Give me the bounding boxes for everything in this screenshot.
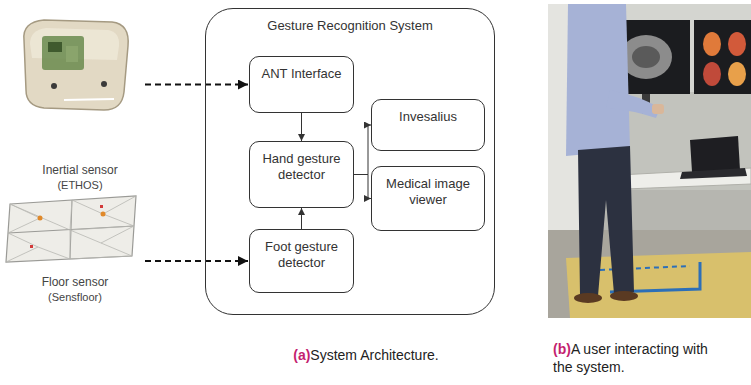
subfigure-tag: (a) [293, 347, 310, 363]
node-label: Hand gesture detector [250, 151, 353, 183]
inertial-sensor-picture [24, 20, 128, 110]
wireless-link-arrow [145, 84, 248, 86]
system-boundary: Gesture Recognition SystemANT InterfaceH… [205, 8, 495, 315]
node-label: (Sensfloor) [46, 290, 104, 304]
caption-text: A user interacting with the system. [553, 341, 708, 375]
figure-caption: (a)System Architecture. [236, 346, 496, 364]
wireless-link-arrow [145, 260, 248, 262]
node-label: Invesalius [372, 109, 484, 125]
process-box: Foot gesture detector [249, 229, 354, 293]
node-label: Inertial sensor [40, 163, 119, 178]
node-label: Medical image viewer [372, 176, 484, 208]
sensor-node: Floor sensor(Sensfloor) [5, 192, 145, 304]
node-label: Foot gesture detector [250, 239, 353, 271]
flow-arrow [354, 175, 371, 199]
subfigure-tag: (b) [553, 341, 571, 357]
process-box: Medical image viewer [371, 166, 485, 231]
node-label: Floor sensor [40, 275, 111, 290]
process-box: ANT Interface [249, 56, 354, 113]
user-photo [548, 4, 751, 318]
process-box: Invesalius [371, 99, 485, 151]
sensor-node: Inertial sensor(ETHOS) [15, 14, 145, 192]
caption-text: System Architecture. [310, 347, 438, 363]
floor-sensor-picture [6, 196, 136, 262]
node-label: (ETHOS) [55, 178, 104, 192]
figure-caption: (b)A user interacting with the system. [553, 340, 725, 376]
flow-arrow [301, 113, 302, 141]
flow-arrow [301, 208, 302, 229]
flow-arrow [354, 125, 371, 175]
node-label: Gesture Recognition System [206, 18, 494, 34]
process-box: Hand gesture detector [249, 141, 354, 208]
node-label: ANT Interface [250, 66, 353, 82]
